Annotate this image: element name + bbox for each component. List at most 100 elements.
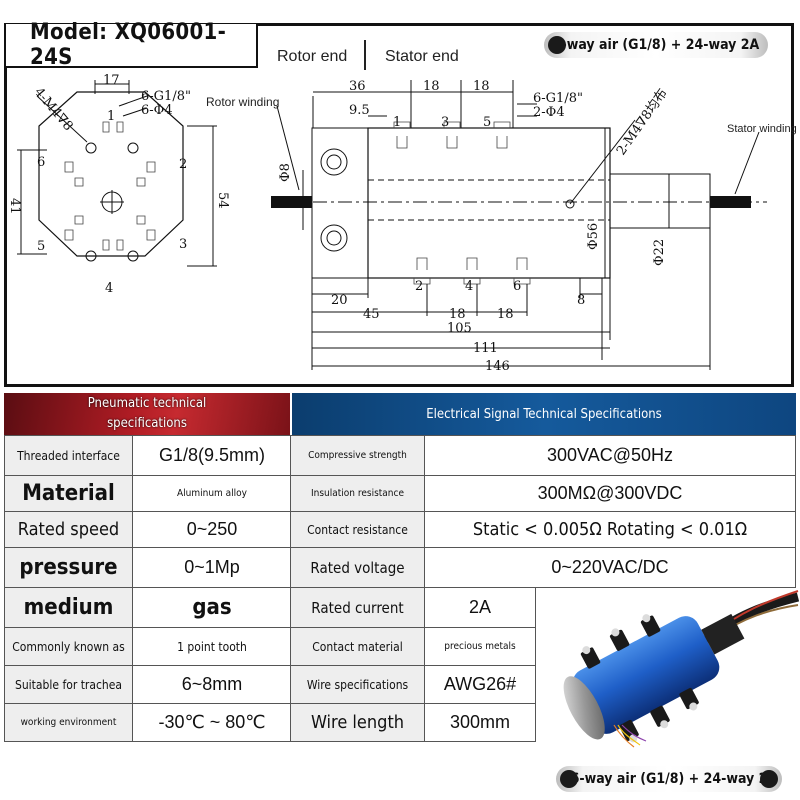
side-bolt-note: 2-M4∇8均布 [614,86,671,158]
table-row: Insulation resistance 300MΩ@300VDC [290,475,796,512]
dim-111: 111 [473,341,498,356]
port-2: 2 [179,157,187,172]
table-row: working environment -30℃ ~ 80℃ [4,703,292,742]
model-title: Model: XQ06001-24S [30,20,227,70]
pneumatic-header: Pneumatic technical specifications [4,393,290,435]
pneumatic-title: Pneumatic technical specifications [87,396,207,431]
colored-wires [613,724,647,748]
pneumatic-value: Aluminum alloy [132,475,292,512]
front-bolt-note: 4-M4∇8 [31,85,76,134]
electrical-header: Electrical Signal Technical Specificatio… [292,393,796,435]
table-row: Contact material precious metals [290,627,536,666]
pneumatic-value: 0~1Mp [132,547,292,588]
table-row: Contact resistance Static < 0.005Ω Rotat… [290,511,796,548]
electrical-table-bottom: Rated current 2A Contact material precio… [290,587,536,742]
electrical-label: Wire specifications [290,665,425,704]
pneumatic-label: Threaded interface [4,435,133,476]
electrical-label: Rated voltage [290,547,425,588]
stator-winding-label: Stator winding [727,123,797,135]
electrical-label: Insulation resistance [290,475,425,512]
electrical-value: Static < 0.005Ω Rotating < 0.01Ω [424,511,796,548]
front-dim-17: 17 [103,73,120,88]
spec-badge: 6-way air (G1/8) + 24-way 2A [544,32,768,58]
dim-20: 20 [331,293,348,308]
electrical-label: Wire length [290,703,425,742]
side-port-2: 2 [415,279,423,294]
port-6: 6 [37,155,45,170]
dim-18c: 18 [449,307,466,322]
table-row: Commonly known as 1 point tooth [4,627,292,666]
electrical-table-top: Compressive strength 300VAC@50Hz Insulat… [290,435,796,588]
electrical-label: Contact material [290,627,425,666]
table-row: Rated current 2A [290,587,536,628]
pneumatic-value: -30℃ ~ 80℃ [132,703,292,742]
table-row: Material Aluminum alloy [4,475,292,512]
table-row: medium gas [4,587,292,628]
side-port-1: 1 [393,115,401,130]
side-dim-36: 36 [349,79,366,94]
side-dim-18b: 18 [473,79,490,94]
pneumatic-label: Commonly known as [4,627,133,666]
table-row: pressure 0~1Mp [4,547,292,588]
dim-8: 8 [577,293,585,308]
bolt-hole-bottom-left [85,250,97,262]
end-separator [364,40,366,70]
drawing-frame [4,23,794,387]
flange-hole-bottom [320,224,348,252]
bottom-badge-dot-right [760,770,778,788]
electrical-value: 0~220VAC/DC [424,547,796,588]
dim-105: 105 [447,321,472,336]
rotary-body [572,616,720,734]
front-thread-note: 6-G1/8" [141,89,191,104]
pneumatic-label: Rated speed [4,511,133,548]
electrical-value: 2A [424,587,536,628]
side-port-3: 3 [441,115,449,130]
electrical-label: Rated current [290,587,425,628]
technical-drawing: 17 6-G1/8" 6-Φ4 4-M4∇8 41 54 1 2 3 4 5 6… [7,73,797,374]
dim-146: 146 [485,359,510,374]
badge-dot-left [548,36,566,54]
table-row: Wire length 300mm [290,703,536,742]
electrical-value: 300MΩ@300VDC [424,475,796,512]
bolt-hole-top-left [85,142,97,154]
bolt-hole-top-right [127,142,139,154]
port-3: 3 [179,237,187,252]
table-row: Compressive strength 300VAC@50Hz [290,435,796,476]
side-dim-95: 9.5 [349,103,370,118]
dim-phi56: Φ56 [586,223,601,250]
electrical-value: 300VAC@50Hz [424,435,796,476]
front-hole-note: 6-Φ4 [141,103,173,118]
product-photo [563,590,800,748]
side-port-6: 6 [513,279,521,294]
bolt-hole-bottom-right [127,250,139,262]
front-height-54: 54 [215,192,230,209]
port-4: 4 [105,281,113,296]
rotor-end-label: Rotor end [277,48,348,65]
bolt-mark [565,199,575,209]
bottom-badge-dot-left [560,770,578,788]
electrical-title: Electrical Signal Technical Specificatio… [426,406,662,422]
pneumatic-value: G1/8(9.5mm) [132,435,292,476]
table-row: Suitable for trachea 6~8mm [4,665,292,704]
front-view-outline [38,91,184,257]
pneumatic-label: medium [4,587,133,628]
table-row: Wire specifications AWG26# [290,665,536,704]
dim-45: 45 [363,307,380,322]
pneumatic-label: working environment [4,703,133,742]
rotor-winding-label: Rotor winding [206,95,279,109]
side-port-4: 4 [465,279,473,294]
dim-18d: 18 [497,307,514,322]
electrical-value: precious metals [424,627,536,666]
port-5: 5 [37,239,45,254]
stator-end-label: Stator end [385,48,459,65]
pneumatic-value: 1 point tooth [132,627,292,666]
side-thread-note: 6-G1/8" [533,91,583,106]
electrical-value: 300mm [424,703,536,742]
pneumatic-value: 0~250 [132,511,292,548]
model-label-box: Model: XQ06001-24S [6,20,258,70]
table-row: Threaded interface G1/8(9.5mm) [4,435,292,476]
pneumatic-value: gas [132,587,292,628]
electrical-label: Contact resistance [290,511,425,548]
dim-phi22: Φ22 [652,239,667,266]
spec-badge-text: 6-way air (G1/8) + 24-way 2A [552,37,760,53]
